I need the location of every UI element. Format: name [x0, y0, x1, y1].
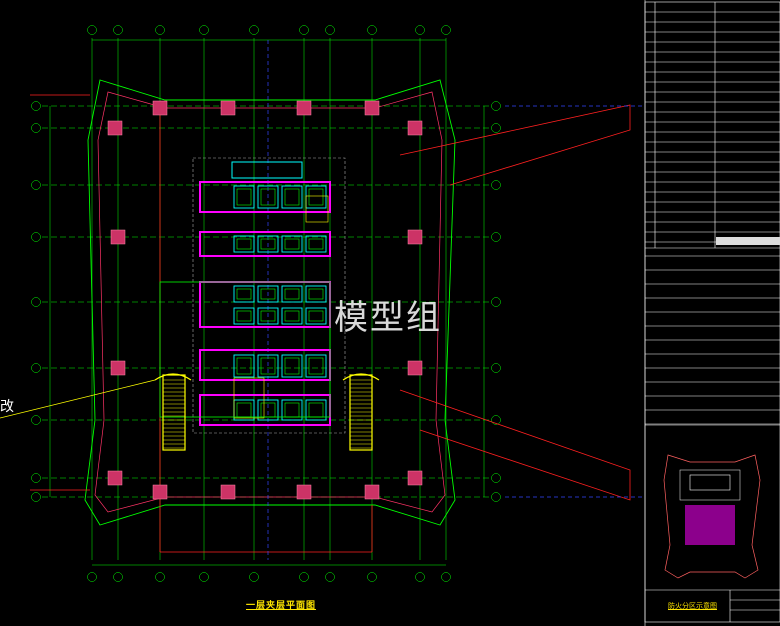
axis-bubble-icon [491, 363, 501, 373]
axis-bubble-icon [367, 572, 377, 582]
axis-bubble-icon [155, 25, 165, 35]
axis-bubble-icon [31, 473, 41, 483]
axis-bubble-icon [31, 415, 41, 425]
axis-bubble-icon [491, 180, 501, 190]
blue-dash-lines [267, 40, 645, 560]
axis-bubble-icon [415, 25, 425, 35]
axis-bubble-icon [491, 101, 501, 111]
inset-plan [663, 454, 761, 579]
column-icon [220, 484, 236, 500]
axis-bubble-icon [113, 25, 123, 35]
axis-bubble-icon [325, 25, 335, 35]
column-icon [296, 100, 312, 116]
axis-bubble-icon [491, 415, 501, 425]
column-icon [152, 100, 168, 116]
axis-bubble-icon [325, 572, 335, 582]
axis-bubble-icon [31, 123, 41, 133]
axis-bubble-icon [491, 232, 501, 242]
axis-bubble-icon [31, 492, 41, 502]
column-icon [107, 120, 123, 136]
column-icon [407, 360, 423, 376]
leader-line [0, 379, 156, 419]
axis-bubble-icon [415, 572, 425, 582]
column-icon [364, 484, 380, 500]
axis-bubble-icon [491, 123, 501, 133]
column-icon [407, 470, 423, 486]
column-icon [110, 360, 126, 376]
axis-bubble-icon [199, 25, 209, 35]
axis-bubble-icon [249, 25, 259, 35]
column-icon [152, 484, 168, 500]
axis-bubble-icon [31, 363, 41, 373]
watermark-text: 模型组 [334, 298, 442, 338]
core-area [159, 157, 346, 434]
axis-bubble-icon [491, 473, 501, 483]
drawing-title: 一层夹层平面图 [246, 601, 317, 611]
column-icon [407, 229, 423, 245]
column-icon [220, 100, 236, 116]
columns [107, 100, 423, 500]
legend-highlight-row [716, 237, 780, 245]
axis-bubble-icon [367, 25, 377, 35]
axis-bubble-icon [491, 492, 501, 502]
inset-caption: 防火分区示意图 [668, 602, 717, 610]
column-icon [407, 120, 423, 136]
legend-table [644, 0, 780, 626]
axis-bubble-icon [441, 25, 451, 35]
axis-bubble-icon [491, 297, 501, 307]
axis-bubble-icon [441, 572, 451, 582]
axis-bubble-icon [199, 572, 209, 582]
column-icon [296, 484, 312, 500]
side-fragment-text: 改 [0, 399, 14, 415]
building-outline [84, 79, 456, 526]
axis-bubble-icon [31, 180, 41, 190]
column-icon [107, 470, 123, 486]
axis-bubble-icon [249, 572, 259, 582]
axis-bubble-icon [31, 232, 41, 242]
stair-icon [233, 195, 329, 419]
column-icon [110, 229, 126, 245]
axis-bubble-icon [299, 25, 309, 35]
column-icon [364, 100, 380, 116]
axis-bubble-icon [87, 25, 97, 35]
stair-towers [154, 373, 380, 451]
axis-bubble-icon [113, 572, 123, 582]
axis-bubble-icon [31, 297, 41, 307]
axis-bubble-icon [155, 572, 165, 582]
axis-bubble-icon [31, 101, 41, 111]
axis-bubble-icon [299, 572, 309, 582]
axis-bubble-icon [87, 572, 97, 582]
